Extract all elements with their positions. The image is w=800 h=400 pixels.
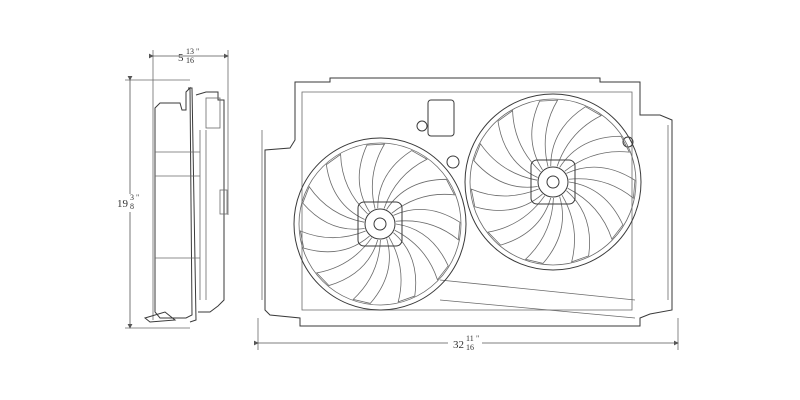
motor-shaft — [546, 175, 560, 189]
height-numerator: 3 — [130, 193, 134, 202]
fan-blade — [315, 237, 379, 287]
connector-housing — [427, 99, 455, 137]
side-view — [125, 50, 229, 329]
height-denominator: 8 — [130, 202, 134, 211]
fan-blade — [550, 106, 602, 167]
height-unit: " — [136, 193, 139, 202]
width-whole: 32 — [453, 339, 464, 351]
fan-blade — [559, 135, 631, 172]
shroud-outline — [264, 77, 673, 327]
height-label: 19 3 8 " — [116, 193, 144, 212]
motor-mount — [530, 159, 576, 205]
fan-blade — [487, 195, 552, 246]
depth-whole: 5 — [178, 52, 184, 64]
fan-blade — [567, 181, 624, 240]
fan-ring — [293, 137, 467, 311]
width-label: 32 11 16 " — [448, 334, 482, 354]
motor-shaft — [373, 217, 387, 231]
motor-mount — [357, 201, 403, 247]
depth-unit: " — [196, 47, 199, 56]
front-view — [254, 77, 679, 350]
fan-inner-ring — [469, 98, 637, 266]
fan-blade — [358, 143, 386, 213]
fan-blade — [394, 223, 449, 281]
fan-blade — [473, 142, 538, 188]
fan-blade — [325, 153, 368, 220]
motor-hub — [364, 208, 396, 240]
fan-blade — [524, 196, 563, 264]
left-fan — [293, 137, 467, 311]
width-unit: " — [476, 334, 479, 343]
right-fan — [464, 93, 642, 271]
fan-blade — [388, 232, 417, 303]
fan-blade — [470, 188, 543, 211]
depth-label: 5 13 16 " — [178, 47, 199, 65]
fan-blade — [386, 178, 456, 214]
motor-hub — [537, 166, 569, 198]
depth-denominator: 16 — [186, 56, 194, 65]
fan-blade — [497, 109, 541, 178]
fan-blade — [302, 185, 365, 230]
fan-inner-ring — [298, 142, 462, 306]
width-numerator: 11 — [466, 334, 474, 343]
fan-ring — [464, 93, 642, 271]
height-whole: 19 — [117, 198, 129, 210]
width-denominator: 16 — [466, 343, 474, 352]
fan-blade — [566, 166, 636, 199]
fan-blade — [531, 99, 559, 171]
fan-blade — [299, 230, 370, 253]
fan-blade — [377, 150, 428, 209]
fan-blade — [561, 190, 590, 263]
depth-numerator: 13 — [186, 47, 194, 56]
fan-blade — [393, 209, 461, 241]
fan-blade — [352, 238, 390, 304]
